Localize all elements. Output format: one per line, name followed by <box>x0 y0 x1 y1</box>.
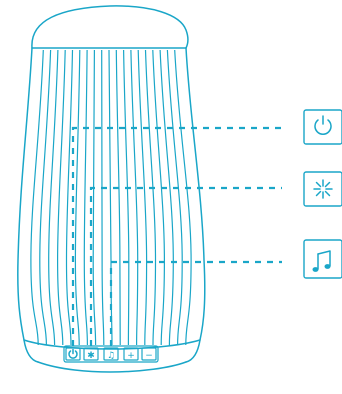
speaker-rib <box>152 49 166 346</box>
speaker-rib <box>130 49 139 346</box>
power-button[interactable] <box>65 347 81 361</box>
speaker-rib <box>65 49 74 346</box>
control-panel: ✱ ♫ + − <box>63 345 159 363</box>
speaker-ribs <box>30 49 192 346</box>
callout-music <box>303 239 342 279</box>
light-icon <box>313 179 333 199</box>
music-button[interactable]: ♫ <box>103 347 119 361</box>
minus-icon: − <box>145 351 153 361</box>
callout-box <box>303 109 342 145</box>
power-icon <box>68 348 78 359</box>
speaker-rib <box>48 49 59 346</box>
volume-down-button[interactable]: − <box>141 347 157 361</box>
speaker-rib <box>137 49 148 346</box>
speaker-rib <box>159 49 174 346</box>
callout-power <box>303 109 342 145</box>
speaker-rib <box>166 49 183 346</box>
speaker-rib <box>92 49 97 346</box>
plus-icon: + <box>127 351 135 361</box>
speaker-rib <box>108 49 113 346</box>
power-icon <box>314 115 332 135</box>
speaker-rib <box>101 49 105 346</box>
speaker-rib <box>115 49 121 346</box>
light-button[interactable]: ✱ <box>83 347 99 361</box>
callout-lines <box>71 126 282 346</box>
speaker-rib <box>174 49 192 346</box>
volume-up-button[interactable]: + <box>123 347 139 361</box>
speaker-rib <box>83 49 88 346</box>
callout-light <box>303 171 342 207</box>
speaker-rib <box>56 49 66 346</box>
speaker-body <box>17 5 206 373</box>
music-note-icon: ♫ <box>107 351 115 361</box>
music-note-icon <box>312 250 331 272</box>
callout-box <box>303 239 342 279</box>
speaker-rib <box>74 49 81 346</box>
speaker-rib <box>39 49 52 346</box>
speaker-rib <box>144 49 157 346</box>
callout-power-line <box>71 126 282 346</box>
callout-box <box>303 171 342 207</box>
speaker-rib <box>30 49 44 346</box>
callout-music-line <box>109 260 282 346</box>
speaker-rib <box>123 49 130 346</box>
callout-light-line <box>89 186 282 346</box>
light-icon: ✱ <box>87 351 95 361</box>
